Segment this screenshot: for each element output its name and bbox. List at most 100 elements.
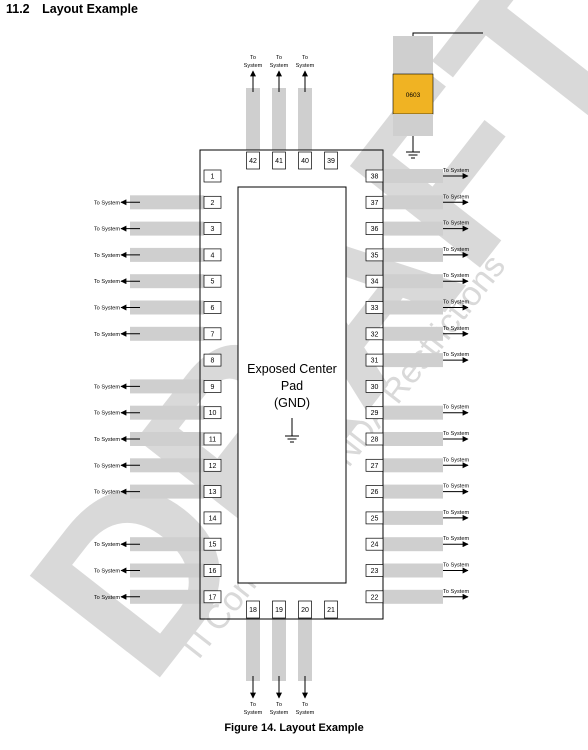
pad-pin-40 [298, 151, 312, 170]
pad-pin-10 [203, 406, 222, 420]
system-label-pin-18: System [244, 710, 263, 716]
trace-pin-12 [130, 458, 204, 473]
pin-number-38: 38 [371, 174, 379, 181]
pin-number-4: 4 [211, 252, 215, 259]
trace-pin-40 [298, 88, 312, 150]
trace-pin-33 [383, 300, 443, 315]
pin-number-12: 12 [209, 463, 217, 470]
pad-pin-32 [365, 327, 384, 341]
trace-pin-28 [383, 432, 443, 446]
pad-pin-15 [203, 537, 222, 551]
to-system-label-pin-9: To System [94, 384, 120, 390]
center-pad-ground-icon [285, 418, 299, 443]
pin-number-9: 9 [211, 384, 215, 391]
trace-pin-2 [130, 195, 204, 210]
trace-pin-17 [130, 589, 204, 604]
pin-number-34: 34 [371, 279, 379, 286]
pin-number-23: 23 [371, 568, 379, 575]
pin-number-36: 36 [371, 226, 379, 233]
exposed-center-pad [237, 186, 347, 584]
to-system-label-pin-27: To System [443, 457, 469, 463]
pad-pin-17 [203, 590, 222, 604]
pad-pin-11 [203, 432, 222, 446]
capacitor-pad-top [393, 52, 433, 74]
trace-pin-34 [383, 274, 443, 289]
to-system-label-pin-12: To System [94, 463, 120, 469]
to-label-pin-20: To [302, 702, 308, 708]
pin-number-21: 21 [327, 607, 335, 614]
pad-pin-2 [203, 195, 222, 209]
to-system-label-pin-26: To System [443, 484, 469, 490]
trace-pin-36 [383, 221, 443, 236]
pad-pin-26 [365, 485, 384, 498]
pin-number-8: 8 [211, 358, 215, 365]
trace-pin-15 [130, 537, 204, 552]
pin-number-13: 13 [209, 489, 217, 496]
pin-number-18: 18 [249, 607, 257, 614]
to-system-label-pin-13: To System [94, 490, 120, 496]
trace-pin-19 [272, 619, 286, 681]
trace-pin-25 [383, 510, 443, 525]
to-system-label-pin-3: To System [94, 227, 120, 233]
pin-number-3: 3 [211, 226, 215, 233]
pin-number-15: 15 [209, 542, 217, 549]
capacitor-ground-icon [406, 136, 420, 159]
trace-pin-7 [130, 326, 204, 341]
trace-pin-26 [383, 484, 443, 499]
pin-number-37: 37 [371, 200, 379, 207]
pad-pin-1 [203, 169, 222, 183]
pad-pin-6 [203, 301, 222, 314]
to-system-label-pin-25: To System [443, 510, 469, 516]
pin-number-26: 26 [371, 489, 379, 496]
to-system-label-pin-32: To System [443, 326, 469, 332]
trace-pin-32 [383, 326, 443, 341]
capacitor-0603: 0603 [392, 52, 434, 136]
system-label-pin-42: System [244, 63, 263, 69]
to-label-pin-41: To [276, 55, 282, 61]
vdd-label-main: V [487, 30, 494, 41]
pin-number-27: 27 [371, 463, 379, 470]
pad-pin-29 [365, 406, 384, 420]
pad-pin-16 [203, 564, 222, 577]
pad-pin-33 [365, 301, 384, 314]
center-pad-label: Exposed Center Pad (GND) [247, 362, 337, 410]
to-system-label-pin-33: To System [443, 300, 469, 306]
system-label-pin-20: System [296, 710, 315, 716]
to-system-label-pin-10: To System [94, 411, 120, 417]
pad-pin-23 [365, 564, 384, 577]
to-system-label-pin-17: To System [94, 595, 120, 601]
trace-pin-29 [383, 405, 443, 420]
vdd-label-subscript: DD [493, 37, 503, 43]
to-system-label-pin-2: To System [94, 200, 120, 206]
trace-pin-42 [246, 88, 260, 150]
trace-pin-16 [130, 563, 204, 578]
trace-pin-22 [383, 589, 443, 604]
to-system-label-pin-5: To System [94, 279, 120, 285]
to-system-label-pin-36: To System [443, 221, 469, 227]
pad-pin-37 [365, 195, 384, 209]
pad-pin-18 [246, 600, 260, 619]
section-number: 11.2 [6, 2, 30, 16]
to-system-label-pin-31: To System [443, 352, 469, 358]
to-system-label-pin-28: To System [443, 431, 469, 437]
pad-pin-41 [272, 151, 286, 170]
pad-pin-20 [298, 600, 312, 619]
trace-pin-31 [383, 353, 443, 368]
capacitor-label: 0603 [406, 92, 421, 99]
trace-pin-11 [130, 432, 204, 446]
pin-number-20: 20 [301, 607, 309, 614]
to-system-label-pin-7: To System [94, 332, 120, 338]
system-label-pin-41: System [270, 63, 289, 69]
vdd-pad-trace [393, 36, 433, 52]
to-system-label-pin-35: To System [443, 247, 469, 253]
trace-pin-5 [130, 274, 204, 289]
to-system-label-pin-29: To System [443, 405, 469, 411]
capacitor-body [392, 73, 434, 115]
trace-pin-4 [130, 247, 204, 262]
pin-number-32: 32 [371, 331, 379, 338]
trace-pin-27 [383, 458, 443, 473]
to-label-pin-42: To [250, 55, 256, 61]
figure-caption: Figure 14. Layout Example [224, 722, 364, 734]
pad-pin-25 [365, 511, 384, 525]
